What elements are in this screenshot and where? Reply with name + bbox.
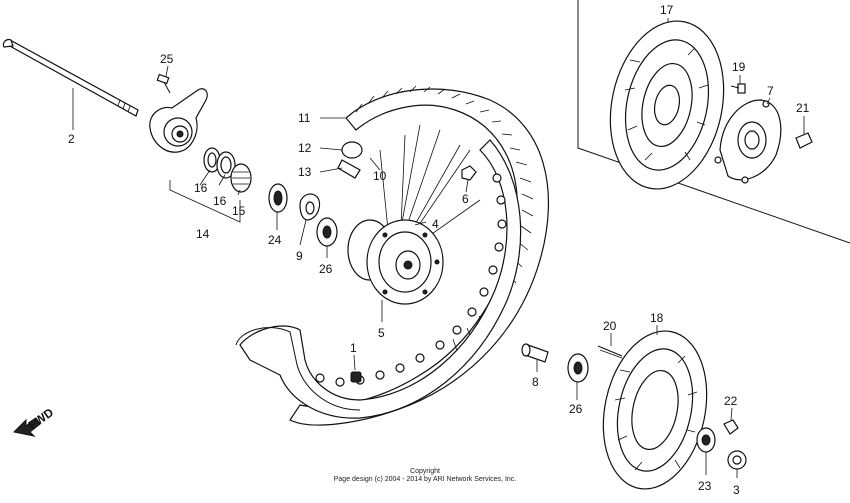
nut-21 (795, 132, 813, 149)
callout-8: 8 (532, 375, 539, 389)
callout-19: 19 (732, 60, 746, 74)
callout-22: 22 (724, 394, 738, 408)
fwd-label: FWD (26, 405, 57, 432)
callout-14: 14 (196, 227, 210, 241)
wheel-hub (347, 219, 444, 305)
callout-26a: 26 (319, 262, 333, 276)
callout-15: 15 (232, 204, 246, 218)
callout-18: 18 (650, 311, 664, 325)
inset-frame (577, 0, 850, 244)
copyright-line-1: Copyright (410, 468, 440, 475)
speedometer-gearbox (149, 88, 208, 153)
seal-ring-16a (203, 147, 221, 173)
callout-2: 2 (68, 132, 75, 146)
callout-17: 17 (660, 3, 674, 17)
callout-12: 12 (298, 141, 312, 155)
copyright-line-2: Page design (c) 2004 - 2014 by ARI Netwo… (334, 476, 517, 483)
leader-lines (72, 18, 805, 478)
dust-seal-23 (696, 427, 716, 453)
valve-nut-1 (350, 371, 362, 383)
seal-ring-16b (216, 151, 236, 179)
callout-4: 4 (432, 217, 439, 231)
callout-1: 1 (350, 341, 357, 355)
callout-10: 10 (373, 169, 387, 183)
front-axle (2, 38, 139, 117)
bearing-24 (268, 183, 288, 213)
bearing-26-right (567, 353, 589, 383)
stud-20 (597, 345, 623, 359)
callout-7: 7 (767, 84, 774, 98)
spacer-8 (521, 343, 549, 363)
bolt-19 (730, 83, 746, 94)
forward-arrow (12, 417, 41, 437)
callout-13: 13 (298, 165, 312, 179)
disc-bracket-7 (714, 99, 782, 184)
callout-9: 9 (296, 249, 303, 263)
collar-3 (727, 450, 747, 470)
callout-5: 5 (378, 326, 385, 340)
callout-23: 23 (698, 479, 712, 493)
callout-24: 24 (268, 233, 282, 247)
bearing-26-left (316, 217, 338, 247)
callout-11: 11 (298, 111, 311, 125)
callout-16b: 16 (213, 194, 227, 208)
callout-16a: 16 (194, 181, 208, 195)
brake-disc-17 (609, 20, 725, 190)
callout-25: 25 (160, 52, 174, 66)
gear-retainer-15 (230, 163, 252, 193)
valve-stem-12 (337, 141, 363, 179)
brake-disc-18 (602, 330, 708, 490)
callout-26b: 26 (569, 402, 583, 416)
spoke-nut-6 (461, 165, 477, 181)
callout-20: 20 (603, 319, 617, 333)
nut-22 (723, 419, 739, 435)
dust-seal-9 (299, 193, 321, 221)
callout-3: 3 (733, 483, 740, 497)
callout-21: 21 (796, 101, 810, 115)
bolt-25 (156, 73, 171, 94)
group-bracket-14 (169, 180, 241, 223)
callout-6: 6 (462, 192, 469, 206)
